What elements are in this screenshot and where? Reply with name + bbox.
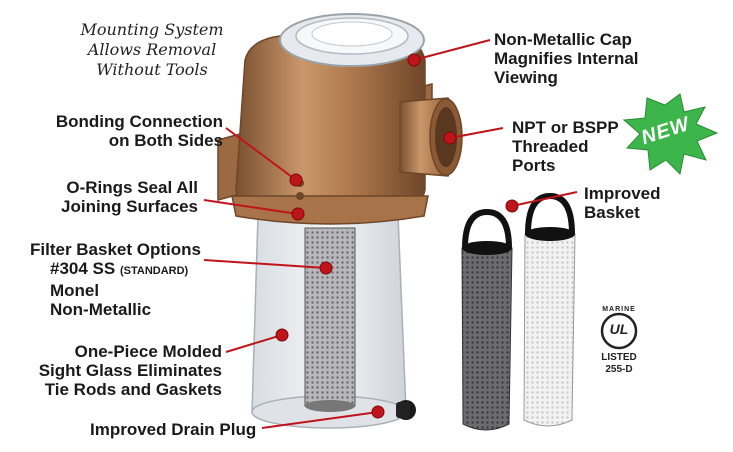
callout-line: Magnifies Internal: [494, 49, 639, 68]
ul-marine-label: MARINE: [602, 306, 636, 313]
callout-line: #304 SS (STANDARD): [30, 259, 201, 281]
callout-cap: Non-Metallic Cap Magnifies Internal View…: [494, 30, 639, 87]
callout-line: Viewing: [494, 68, 558, 87]
callout-improved-basket: Improved Basket: [584, 184, 661, 222]
ul-listed-line: LISTED: [601, 352, 637, 363]
callout-bonding: Bonding Connection on Both Sides: [18, 112, 223, 150]
callout-line: Non-Metallic Cap: [494, 30, 632, 49]
callout-basket-options: Filter Basket Options #304 SS (STANDARD)…: [30, 240, 201, 319]
callout-line: O-Rings Seal All: [66, 178, 198, 197]
inner-basket: [304, 227, 356, 412]
callout-ports: NPT or BSPP Threaded Ports: [512, 118, 619, 175]
callout-drain-plug: Improved Drain Plug: [90, 420, 256, 439]
callout-dots: [275, 53, 519, 419]
bronze-housing: [217, 13, 463, 225]
callout-line: Bonding Connection: [55, 112, 223, 131]
callout-line: Tie Rods and Gaskets: [44, 380, 222, 399]
mounting-system-headline: Mounting System Allows Removal Without T…: [62, 20, 242, 80]
headline-line: Without Tools: [96, 60, 208, 79]
callout-line: Ports: [512, 156, 556, 175]
ul-listed-mark: [600, 312, 638, 350]
callout-line: Sight Glass Eliminates: [38, 361, 222, 380]
callout-sight-glass: One-Piece Molded Sight Glass Eliminates …: [10, 342, 222, 399]
headline-line: Mounting System: [80, 20, 224, 39]
callout-line: NPT or BSPP: [512, 118, 619, 137]
headline-line: Allows Removal: [87, 40, 217, 59]
callout-line: Monel: [50, 281, 100, 300]
drain-plug-graphic: [396, 400, 416, 420]
basket-option-standard-tag: (STANDARD): [119, 265, 189, 277]
callout-line: on Both Sides: [108, 131, 223, 150]
callout-line: One-Piece Molded: [74, 342, 222, 361]
ul-listed-label: LISTED 255-D: [590, 352, 648, 376]
callout-line: Filter Basket Options: [30, 240, 201, 259]
ul-standard-number: 255-D: [605, 364, 633, 375]
callout-line: Improved: [584, 184, 661, 203]
callout-line: Threaded: [512, 137, 589, 156]
callout-line: Improved Drain Plug: [90, 420, 257, 439]
new-badge: [622, 93, 719, 176]
improved-baskets: [461, 192, 576, 431]
leader-lines: [203, 39, 578, 429]
callout-line: Joining Surfaces: [61, 197, 198, 216]
callout-orings: O-Rings Seal All Joining Surfaces: [18, 178, 198, 216]
ul-mark-text: UL: [609, 321, 629, 337]
callout-line: Basket: [584, 203, 640, 222]
basket-option-primary: #304 SS: [50, 259, 116, 278]
callout-line: Non-Metallic: [50, 300, 152, 319]
